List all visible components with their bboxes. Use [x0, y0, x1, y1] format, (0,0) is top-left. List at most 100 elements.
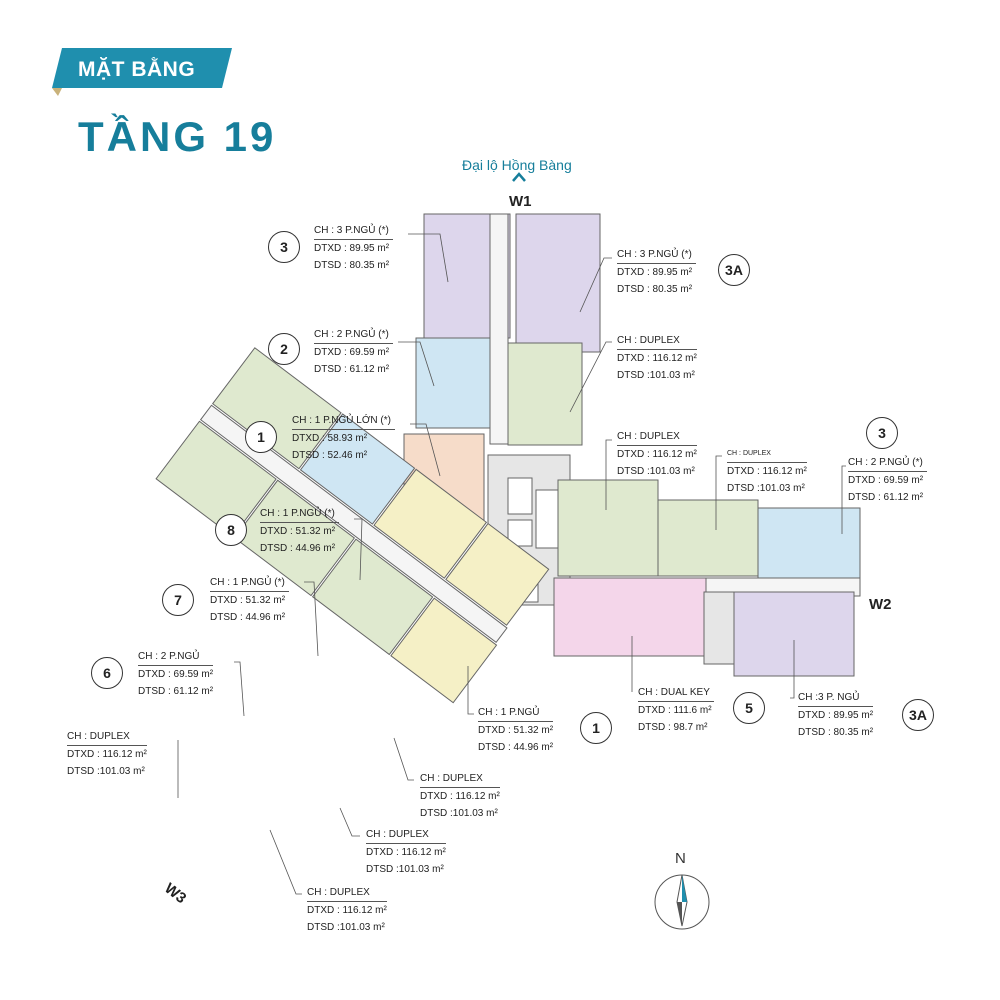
unit-info: CH : DUPLEX DTXD : 116.12 m² DTSD :101.0… — [67, 728, 147, 780]
unit-dtsd: DTSD : 61.12 m² — [848, 492, 924, 503]
unit-dtxd: DTXD : 89.95 m² — [617, 267, 693, 278]
unit-badge: 5 — [733, 692, 765, 724]
unit-7-yellow — [373, 468, 488, 579]
unit-type: CH : DUPLEX — [617, 332, 697, 350]
unit-type: CH : 1 P.NGỦ (*) — [210, 574, 289, 592]
unit-dtxd: DTXD : 69.59 m² — [314, 347, 390, 358]
unit-badge: 3A — [718, 254, 750, 286]
unit-info: CH : 2 P.NGỦ DTXD : 69.59 m² DTSD : 61.1… — [138, 648, 214, 700]
unit-8-yellow — [445, 522, 550, 626]
unit-info: CH : DUPLEX DTXD : 116.12 m² DTSD :101.0… — [727, 445, 807, 497]
unit-duplex-green-w1 — [507, 342, 583, 446]
unit-type: CH : DUAL KEY — [638, 684, 714, 702]
unit-dtsd: DTSD :101.03 m² — [617, 466, 695, 477]
unit-info: CH : 1 P.NGỦ (*) DTXD : 51.32 m² DTSD : … — [260, 505, 339, 557]
unit-dtxd: DTXD : 51.32 m² — [478, 725, 554, 736]
unit-duplex-green-w2b — [657, 499, 759, 577]
unit-6-blue — [299, 413, 416, 525]
unit-info: CH : 1 P.NGỦ (*) DTXD : 51.32 m² DTSD : … — [210, 574, 289, 626]
unit-type: CH : 3 P.NGỦ (*) — [314, 222, 393, 240]
unit-dtsd: DTSD :101.03 m² — [307, 922, 385, 933]
unit-dtxd: DTXD : 58.93 m² — [292, 433, 368, 444]
compass-icon — [654, 874, 710, 930]
unit-info: CH :3 P. NGỦ DTXD : 89.95 m² DTSD : 80.3… — [798, 689, 874, 741]
unit-type: CH : 1 P.NGỦ LỚN (*) — [292, 412, 395, 430]
unit-duplex-green-w3d — [155, 420, 277, 538]
unit-duplex-green-w2a — [557, 479, 659, 577]
unit-dtxd: DTXD : 51.32 m² — [260, 526, 336, 537]
unit-dtsd: DTSD :101.03 m² — [366, 864, 444, 875]
unit-dtxd: DTXD : 116.12 m² — [727, 466, 807, 477]
unit-type: CH : 3 P.NGỦ (*) — [617, 246, 696, 264]
unit-type: CH : 2 P.NGỦ (*) — [848, 454, 927, 472]
unit-type: CH : DUPLEX — [727, 445, 807, 463]
unit-5-pink — [553, 577, 707, 657]
avenue-label: Đại lộ Hồng Bàng — [462, 157, 572, 173]
unit-dtsd: DTSD : 80.35 m² — [617, 284, 693, 295]
unit-dtxd: DTXD : 116.12 m² — [307, 905, 387, 916]
unit-badge: 7 — [162, 584, 194, 616]
stair-w2 — [703, 591, 735, 665]
section-tag: MẶT BẰNG — [78, 58, 196, 81]
unit-badge: 3 — [268, 231, 300, 263]
unit-type: CH : 1 P.NGỦ (*) — [260, 505, 339, 523]
unit-duplex-green-w3b — [311, 538, 434, 656]
unit-type: CH : DUPLEX — [617, 428, 697, 446]
unit-info: CH : 3 P.NGỦ (*) DTXD : 89.95 m² DTSD : … — [617, 246, 696, 298]
unit-2-blue — [415, 337, 497, 429]
unit-dtsd: DTSD : 44.96 m² — [210, 612, 286, 623]
unit-info: CH : DUPLEX DTXD : 116.12 m² DTSD :101.0… — [617, 428, 697, 480]
unit-dtxd: DTXD : 116.12 m² — [617, 449, 697, 460]
unit-dtxd: DTXD : 116.12 m² — [366, 847, 446, 858]
unit-dtxd: DTXD : 116.12 m² — [420, 791, 500, 802]
unit-badge: 3A — [902, 699, 934, 731]
unit-dtxd: DTXD : 89.95 m² — [798, 710, 874, 721]
unit-1-yellow — [390, 597, 498, 704]
unit-duplex-green-w3c — [233, 479, 356, 597]
unit-info: CH : 2 P.NGỦ (*) DTXD : 69.59 m² DTSD : … — [848, 454, 927, 506]
unit-dtxd: DTXD : 69.59 m² — [848, 475, 924, 486]
unit-info: CH : 3 P.NGỦ (*) DTXD : 89.95 m² DTSD : … — [314, 222, 393, 274]
unit-info: CH : DUPLEX DTXD : 116.12 m² DTSD :101.0… — [420, 770, 500, 822]
unit-dtxd: DTXD : 116.12 m² — [617, 353, 697, 364]
unit-dtxd: DTXD : 89.95 m² — [314, 243, 390, 254]
unit-dtsd: DTSD : 52.46 m² — [292, 450, 368, 461]
unit-badge: 3 — [866, 417, 898, 449]
unit-info: CH : DUPLEX DTXD : 116.12 m² DTSD :101.0… — [307, 884, 387, 936]
unit-dtxd: DTXD : 116.12 m² — [67, 749, 147, 760]
unit-info: CH : DUPLEX DTXD : 116.12 m² DTSD :101.0… — [366, 826, 446, 878]
unit-badge: 1 — [580, 712, 612, 744]
unit-dtxd: DTXD : 69.59 m² — [138, 669, 214, 680]
caret-up-icon — [512, 172, 526, 182]
unit-type: CH : 2 P.NGỦ (*) — [314, 326, 393, 344]
unit-3a-purple — [515, 213, 601, 353]
unit-dtxd: DTXD : 111.6 m² — [638, 705, 712, 716]
unit-dtsd: DTSD : 80.35 m² — [314, 260, 390, 271]
unit-info: CH : 1 P.NGỦ DTXD : 51.32 m² DTSD : 44.9… — [478, 704, 554, 756]
unit-type: CH : DUPLEX — [67, 728, 147, 746]
unit-badge: 2 — [268, 333, 300, 365]
unit-dtsd: DTSD : 61.12 m² — [314, 364, 390, 375]
unit-3-blue-w2 — [757, 507, 861, 585]
unit-type: CH : 2 P.NGỦ — [138, 648, 214, 666]
unit-dtsd: DTSD :101.03 m² — [420, 808, 498, 819]
unit-info: CH : DUPLEX DTXD : 116.12 m² DTSD :101.0… — [617, 332, 697, 384]
unit-type: CH : DUPLEX — [366, 826, 446, 844]
unit-badge: 1 — [245, 421, 277, 453]
title-ribbon — [52, 48, 232, 96]
north-label: N — [675, 850, 686, 867]
corridor-w3 — [199, 404, 508, 644]
wing-w1-label: W1 — [509, 193, 532, 210]
unit-dtxd: DTXD : 51.32 m² — [210, 595, 286, 606]
unit-info: CH : DUAL KEY DTXD : 111.6 m² DTSD : 98.… — [638, 684, 714, 736]
unit-dtsd: DTSD : 98.7 m² — [638, 722, 708, 733]
unit-type: CH : 1 P.NGỦ — [478, 704, 554, 722]
unit-dtsd: DTSD : 44.96 m² — [260, 543, 336, 554]
wing-w2-label: W2 — [869, 596, 892, 613]
corridor-w1 — [489, 213, 509, 445]
unit-type: CH : DUPLEX — [420, 770, 500, 788]
unit-dtsd: DTSD : 80.35 m² — [798, 727, 874, 738]
unit-type: CH : DUPLEX — [307, 884, 387, 902]
unit-dtsd: DTSD :101.03 m² — [617, 370, 695, 381]
